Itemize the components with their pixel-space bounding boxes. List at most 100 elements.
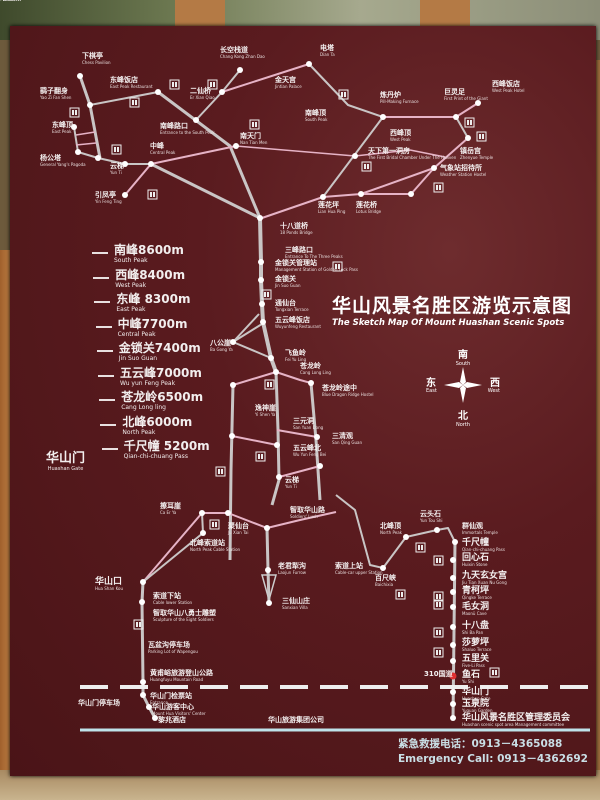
- place-name-zh: 华山风景名胜区管理委员会: [462, 711, 571, 723]
- trail-node: [408, 191, 414, 197]
- place-name-en: Huixin Stone: [462, 562, 488, 567]
- elevation-value: 五云峰7000m: [120, 365, 202, 380]
- place-name-en: Ba Gong Ya: [210, 347, 233, 352]
- place-name-en: Yuquan Garden: [461, 708, 493, 713]
- trail-node: [237, 67, 243, 73]
- place-name-en: Nan Tian Men: [240, 140, 268, 145]
- trail-path: [409, 149, 446, 158]
- place-name-zh: 黎兆酒店: [157, 715, 186, 724]
- compass-bottom-zh: 北: [458, 411, 468, 422]
- trail-path: [228, 384, 235, 561]
- trail-node: [139, 599, 145, 605]
- trail-node: [380, 114, 386, 120]
- trail-path: [278, 465, 321, 478]
- trail-node: [257, 215, 263, 221]
- place-name-zh: 老君犁沟: [277, 561, 306, 570]
- place-name-zh: 310国道: [424, 669, 453, 678]
- place-name-zh: 莎萝坪: [462, 636, 489, 648]
- restroom-icon: [338, 89, 349, 100]
- trail-node: [450, 715, 456, 721]
- elevation-name: Central Peak: [117, 330, 156, 338]
- trail-path: [157, 90, 262, 219]
- title-en: The Sketch Map Of Mount Huashan Scenic S…: [332, 318, 565, 328]
- place-name-zh: 华山游客中心: [152, 702, 194, 711]
- place-name-en: Shaluo Terrace: [462, 647, 492, 652]
- trail-node: [155, 89, 161, 95]
- place-name-en: Chess Pavilion: [82, 60, 111, 65]
- trail-node: [200, 530, 206, 536]
- restroom-icon: [69, 107, 80, 118]
- trail-node: [450, 658, 456, 664]
- place-name-zh: 引凤亭: [95, 190, 116, 199]
- place-name-en: Yao Zi Fan Shen: [39, 95, 72, 100]
- trail-node: [403, 534, 409, 540]
- elevation-value: 东峰 8300m: [116, 292, 191, 306]
- place-name-zh: 莲花坪: [318, 200, 339, 209]
- place-name-zh: 智取华山路: [290, 505, 326, 514]
- trail-node: [273, 369, 279, 375]
- compass-top-en: South: [455, 361, 471, 367]
- place-name-zh: 巨灵足: [444, 87, 466, 96]
- place-name-zh: 苍龙岭: [299, 361, 321, 370]
- restroom-icon: [207, 79, 218, 90]
- place-name-zh: 群仙观: [462, 521, 483, 530]
- place-name-en: Sculpture of the Eight Soldiers: [153, 617, 214, 622]
- place-name-zh: 三峰路口: [285, 245, 313, 254]
- elevation-name: Cang Long ling: [121, 404, 166, 411]
- place-name-zh: 云头石: [420, 509, 441, 518]
- compass-rose: 南 South 东 East 西 West 北 North: [426, 346, 500, 428]
- trail-path: [270, 371, 281, 506]
- place-name-en: Lian Hua Ping: [318, 209, 346, 214]
- place-name-zh: 镇岳宫: [460, 146, 481, 155]
- place-name-en: General Yang's Pagoda: [40, 162, 86, 167]
- place-name-en: 18 Ponds Bridge: [280, 230, 313, 235]
- trail-node: [306, 61, 312, 67]
- trail-node: [87, 102, 93, 108]
- place-name-zh: 五云峰北: [293, 443, 321, 452]
- trail-node: [122, 161, 128, 167]
- trail-node: [308, 380, 314, 386]
- place-name-en: Er Xian Qiao: [190, 95, 215, 100]
- compass-top-zh: 南: [458, 350, 468, 361]
- trail-path: [231, 435, 278, 446]
- place-name-zh: 华山口: [95, 575, 122, 587]
- trail-node: [450, 624, 456, 630]
- trail-path: [309, 382, 322, 501]
- place-name-zh: 南天门: [240, 131, 261, 140]
- trail-node: [450, 689, 456, 695]
- place-name-zh: 杨公塔: [40, 153, 62, 162]
- place-name-zh: 西峰饭店: [492, 79, 520, 88]
- place-label: 310国道: [424, 669, 453, 678]
- trail-path: [455, 116, 469, 139]
- place-name-zh: 鹞子翻身: [40, 86, 68, 95]
- place-name-en: Yin Feng Ting: [94, 199, 122, 204]
- place-name-zh: 三清观: [332, 431, 353, 440]
- elevation-name: East Peak: [116, 306, 146, 313]
- trail-node: [233, 143, 239, 149]
- elevation-name: Jin Suo Guan: [118, 355, 158, 362]
- elevation-name: South Peak: [114, 257, 148, 264]
- restroom-icon: [476, 131, 487, 142]
- restroom-icon: [433, 591, 444, 602]
- elevation-value: 西峰8400m: [115, 267, 186, 282]
- place-name-zh: 回心石: [462, 552, 489, 563]
- trail-node: [77, 73, 83, 79]
